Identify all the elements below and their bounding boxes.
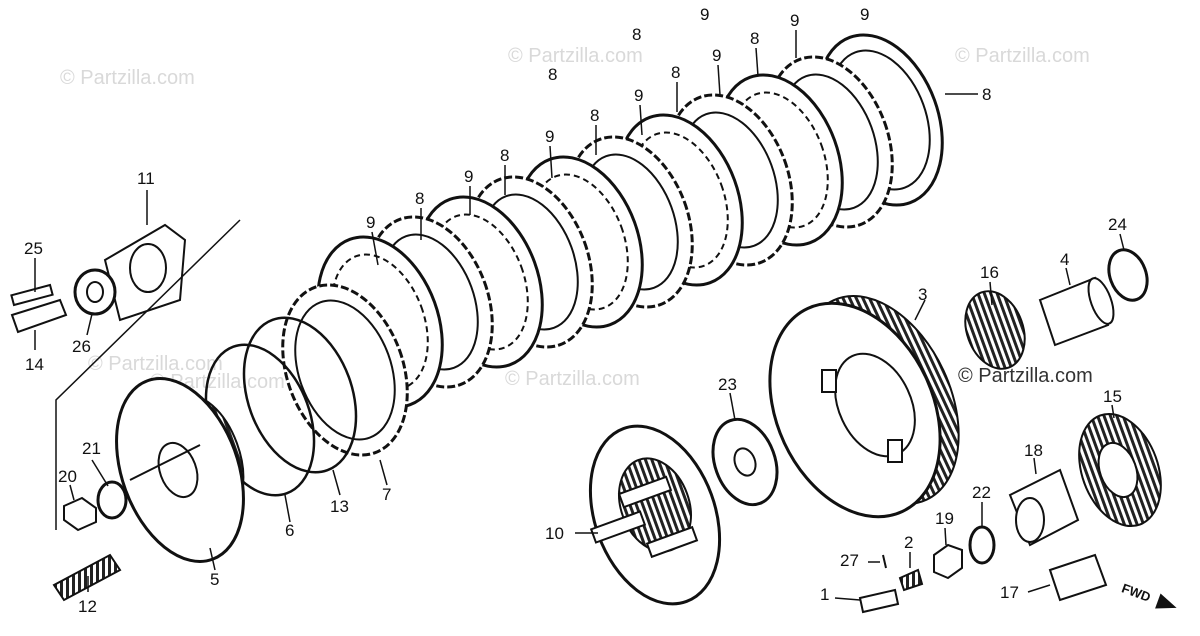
callout-9-b: 9	[464, 167, 473, 186]
watermark-4: © Partzilla.com	[88, 353, 223, 375]
right-side-parts	[858, 248, 1162, 614]
gear-15-hub	[1097, 441, 1139, 499]
watermark-1: © Partzilla.com	[60, 67, 195, 89]
callout-17: 17	[1000, 583, 1019, 602]
callout-2: 2	[904, 533, 913, 552]
callout-6: 6	[285, 521, 294, 540]
forward-direction-arrow: FWD	[1120, 581, 1177, 609]
callout-9-e: 9	[712, 46, 721, 65]
nut-19	[933, 543, 963, 580]
washer-22	[968, 525, 996, 565]
callout-14: 14	[25, 355, 44, 374]
bearing-inner	[86, 281, 104, 303]
callout-3: 3	[918, 285, 927, 304]
rod-14	[10, 298, 68, 334]
callout-9-h: 9	[700, 5, 709, 24]
callout-21: 21	[82, 439, 101, 458]
callout-9-a: 9	[366, 213, 375, 232]
callout-8-a: 8	[415, 189, 424, 208]
callout-8-h: 8	[548, 65, 557, 84]
callout-8-b: 8	[500, 146, 509, 165]
washer-21	[96, 480, 128, 520]
callout-labels: 1 2 3 4 5 6 7 8 8 8 8 8 8 8 8 9 9 9 9 9 …	[24, 5, 1127, 616]
callout-15: 15	[1103, 387, 1122, 406]
callout-20: 20	[58, 467, 77, 486]
clutch-plate-stack	[204, 33, 944, 497]
gear-16	[964, 290, 1026, 370]
callout-9-g: 9	[860, 5, 869, 24]
callout-12: 12	[78, 597, 97, 616]
callout-23: 23	[718, 375, 737, 394]
leader-lines	[34, 30, 1125, 601]
pin-27	[882, 554, 887, 569]
washer-23-hole	[733, 447, 757, 477]
callout-25: 25	[24, 239, 43, 258]
bolt-25	[10, 283, 54, 307]
clutch-outer	[768, 295, 960, 519]
watermark-2: © Partzilla.com	[508, 45, 643, 67]
callout-11: 11	[137, 169, 155, 188]
lifter-pin-3	[645, 525, 699, 559]
callout-19: 19	[935, 509, 954, 528]
leader-bracket	[55, 219, 241, 530]
fwd-label: FWD	[1120, 581, 1153, 605]
collar-17	[1048, 553, 1108, 602]
callout-8-f: 8	[982, 85, 991, 104]
callout-10: 10	[545, 524, 564, 543]
bushing-4-end	[1087, 277, 1115, 325]
callout-8-d: 8	[671, 63, 680, 82]
callout-18: 18	[1024, 441, 1043, 460]
lifter-pin-2	[617, 475, 673, 509]
spring-12	[52, 553, 122, 602]
callout-13: 13	[330, 497, 349, 516]
callout-7: 7	[382, 485, 391, 504]
callout-4: 4	[1060, 250, 1069, 269]
callout-9-d: 9	[634, 86, 643, 105]
callout-8-e: 8	[750, 29, 759, 48]
callout-9-c: 9	[545, 127, 554, 146]
bearing-holder-hole	[129, 243, 167, 293]
washer-24	[1107, 248, 1149, 302]
bolt-1	[858, 588, 900, 614]
nut-20	[63, 496, 97, 532]
callout-16: 16	[980, 263, 999, 282]
callout-26: 26	[72, 337, 91, 356]
pressure-plate-shaft	[129, 444, 201, 481]
damper-spring-1	[821, 369, 837, 393]
spring-2	[898, 568, 924, 592]
callout-8-c: 8	[590, 106, 599, 125]
lifter-pin-1	[589, 510, 647, 544]
damper-spring-2	[887, 439, 903, 463]
callout-24: 24	[1108, 215, 1127, 234]
pressure-plate	[115, 377, 245, 563]
watermark-6: © Partzilla.com	[958, 365, 1093, 387]
fwd-arrow-icon	[1155, 593, 1177, 609]
ring-13	[242, 316, 358, 474]
callout-1: 1	[820, 585, 829, 604]
lifter-plate	[588, 424, 722, 606]
callout-5: 5	[210, 570, 219, 589]
callout-27: 27	[840, 551, 859, 570]
callout-8-g: 8	[632, 25, 641, 44]
callout-9-f: 9	[790, 11, 799, 30]
oil-pump-18-bore	[1015, 497, 1045, 543]
watermark-5: © Partzilla.com	[505, 368, 640, 390]
pressure-plate-hub	[157, 441, 199, 499]
left-small-parts	[10, 219, 241, 602]
callout-22: 22	[972, 483, 991, 502]
watermark-3: © Partzilla.com	[955, 45, 1090, 67]
